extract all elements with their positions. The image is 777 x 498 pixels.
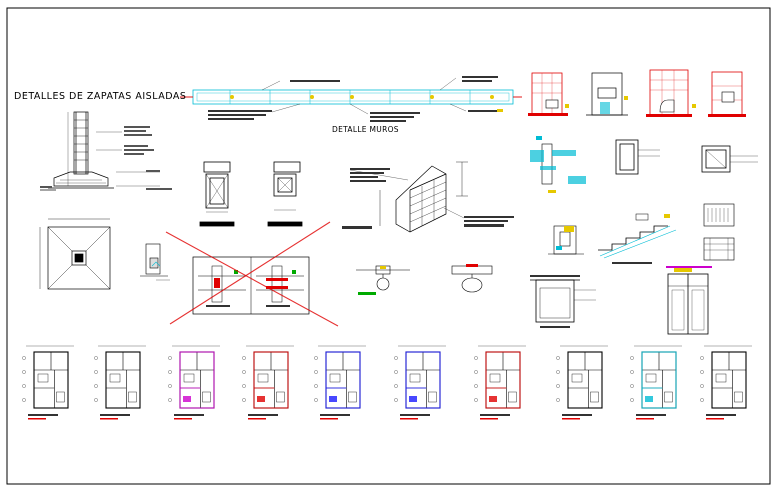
floor-plan bbox=[94, 345, 146, 420]
floor-plan bbox=[22, 345, 74, 420]
small-column-detail bbox=[140, 243, 170, 281]
anchor-detail bbox=[356, 265, 410, 291]
floor-plans-row bbox=[22, 345, 752, 420]
footing-plan-detail bbox=[39, 218, 111, 290]
footing-yellow-mark bbox=[564, 226, 574, 232]
flange-red-mark bbox=[466, 264, 478, 267]
footing-cyan-mark bbox=[556, 246, 562, 250]
floor-plan bbox=[474, 345, 526, 420]
box-section-b bbox=[701, 145, 758, 173]
floor-plan bbox=[394, 345, 446, 420]
tank-label-line bbox=[540, 326, 570, 328]
column-section-a bbox=[199, 161, 235, 227]
cabinet-magenta-mark bbox=[666, 266, 712, 268]
sheet-frame bbox=[6, 7, 771, 485]
bathroom-elevations bbox=[528, 69, 746, 117]
cyan-section-detail bbox=[530, 136, 586, 193]
stair-plans bbox=[703, 203, 735, 261]
tank-section bbox=[530, 279, 596, 323]
anchor-green-mark bbox=[358, 292, 376, 295]
floor-plan bbox=[314, 345, 366, 420]
muros-title: DETALLE MUROS bbox=[332, 125, 399, 134]
cabinet-yellow-mark bbox=[674, 268, 692, 272]
floor-plan bbox=[556, 345, 608, 420]
tank-title-line bbox=[530, 275, 580, 277]
floor-plan bbox=[630, 345, 682, 420]
box-section-a bbox=[615, 139, 660, 175]
tall-cabinet-detail bbox=[667, 273, 709, 335]
floor-plan bbox=[700, 345, 752, 420]
wall-detail-notes bbox=[342, 168, 514, 229]
anchor-yellow-mark bbox=[380, 266, 386, 269]
floor-plan bbox=[242, 345, 294, 420]
floor-plan bbox=[168, 345, 220, 420]
wall-3d-detail bbox=[349, 161, 468, 233]
stair-section bbox=[598, 213, 677, 264]
crossed-detail bbox=[165, 221, 339, 327]
footing-elevation-detail bbox=[40, 111, 160, 191]
column-section-b bbox=[267, 161, 303, 227]
footing-notes bbox=[40, 126, 172, 190]
zapatas-title: DETALLES DE ZAPATAS AISLADAS bbox=[14, 91, 187, 102]
wall-beam-detail bbox=[180, 76, 522, 122]
flange-detail bbox=[451, 265, 493, 293]
